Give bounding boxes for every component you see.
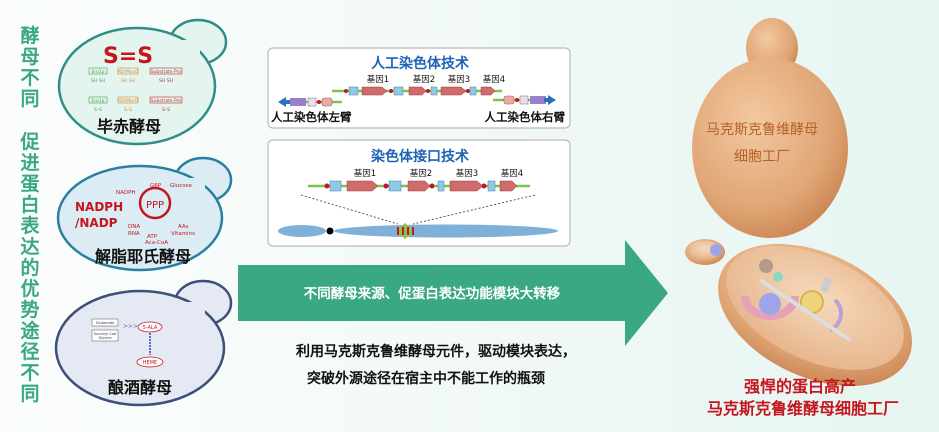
label: 基因2 xyxy=(410,168,432,179)
caption-line-1: 强悍的蛋白高产 xyxy=(744,377,856,396)
label: Glutamate xyxy=(96,321,115,325)
label: ATP xyxy=(147,234,158,240)
label: 同 xyxy=(20,88,39,110)
yeast-pichia: S=S Ero1p PDI/Mpd1 Substrate Pro SH SH S… xyxy=(57,18,228,146)
chromosome-interface-panel: 染色体接口技术 基因1 基因2 基因3 基因4 xyxy=(267,139,571,247)
label: 基因3 xyxy=(448,74,470,85)
label: 蛋 xyxy=(20,173,39,195)
label: HEME xyxy=(143,360,157,366)
yeast-name: 酿酒酵母 xyxy=(108,378,172,397)
label: Succinyl CoA xyxy=(94,332,117,336)
label: 基因2 xyxy=(413,74,435,85)
label: Vitamins xyxy=(171,231,195,237)
label: PDI/Mpd1 xyxy=(117,98,139,104)
label: S–S xyxy=(94,107,102,113)
label: 表 xyxy=(20,214,40,237)
label: DNA xyxy=(128,224,140,230)
label: PDI/Mpd1 xyxy=(117,69,139,75)
label: Substrate Pro xyxy=(151,98,182,104)
label: 5-ALA xyxy=(143,325,158,331)
caption-line-2: 马克斯克鲁维酵母细胞工厂 xyxy=(707,399,899,418)
label: 基因4 xyxy=(501,168,523,179)
label: Aca-CoA xyxy=(145,240,168,246)
label: SH SH xyxy=(121,78,135,84)
label: AAs xyxy=(178,224,189,230)
label: 基因4 xyxy=(483,74,505,85)
yeast-factory-cutaway xyxy=(685,239,912,387)
label: PPP xyxy=(146,200,164,211)
label: 不 xyxy=(20,362,39,384)
label: S–S xyxy=(162,107,170,113)
label: S–S xyxy=(124,107,132,113)
label: 同 xyxy=(20,383,39,405)
label: 达 xyxy=(20,235,39,258)
label: 母 xyxy=(20,46,39,68)
formula: S=S xyxy=(103,44,153,69)
artificial-chromosome-panel: 人工染色体技术 基因1 基因2 基因3 基因4 人工染色体左臂 xyxy=(267,47,571,129)
label: 白 xyxy=(20,193,39,216)
label: 的 xyxy=(20,256,39,279)
description-line-2: 突破外源途径在宿主中不能工作的瓶颈 xyxy=(307,370,545,387)
label: 酵 xyxy=(20,24,39,47)
label: 基因1 xyxy=(367,74,389,85)
label: 径 xyxy=(20,341,39,363)
yeast-name: 毕赤酵母 xyxy=(97,117,161,136)
label: NADPH xyxy=(75,200,123,214)
label: 人工染色体左臂 xyxy=(271,110,352,124)
label: 不 xyxy=(20,67,39,89)
description-line-1: 利用马克斯克鲁维酵母元件，驱动模块表达， xyxy=(296,343,576,360)
label: Glycine xyxy=(98,336,111,340)
label: 势 xyxy=(20,298,39,321)
label: 细胞工厂 xyxy=(734,149,790,165)
label: 优 xyxy=(20,277,39,300)
label: RNA xyxy=(128,231,140,237)
transfer-arrow: 不同酵母来源、促蛋白表达功能模块大转移 xyxy=(238,240,668,346)
label: /NADP xyxy=(75,216,118,230)
label: Ero1p xyxy=(91,69,104,75)
yeast-yarrowia: NADPH /NADP PPP G6P Glucose NADPH DNA RN… xyxy=(56,156,233,272)
yeast-factory-whole: 马克斯克鲁维酵母 细胞工厂 xyxy=(692,18,848,238)
label: G6P xyxy=(150,183,162,189)
yeast-name: 解脂耶氏酵母 xyxy=(95,247,191,266)
label: NADPH xyxy=(116,190,136,196)
label: Ero1p xyxy=(91,98,104,104)
label: 进 xyxy=(20,152,39,174)
label: SH SH xyxy=(159,78,173,84)
svg-text:>>>: >>> xyxy=(123,323,138,330)
label: 人工染色体右臂 xyxy=(485,110,566,124)
label: 途 xyxy=(20,319,40,342)
label: SH SH xyxy=(91,78,105,84)
panel-title: 染色体接口技术 xyxy=(371,148,469,165)
side-title: 酵 母 不 同 促 进 蛋 白 表 达 的 优 势 途 径 不 同 xyxy=(19,24,40,405)
label: 基因1 xyxy=(354,168,376,179)
label: 马克斯克鲁维酵母 xyxy=(706,122,818,138)
arrow-label: 不同酵母来源、促蛋白表达功能模块大转移 xyxy=(304,285,561,302)
label: 基因3 xyxy=(456,168,478,179)
label: Substrate Pro xyxy=(151,69,182,75)
label: Glucose xyxy=(170,183,193,189)
panel-title: 人工染色体技术 xyxy=(371,55,469,72)
label: 促 xyxy=(19,130,39,153)
